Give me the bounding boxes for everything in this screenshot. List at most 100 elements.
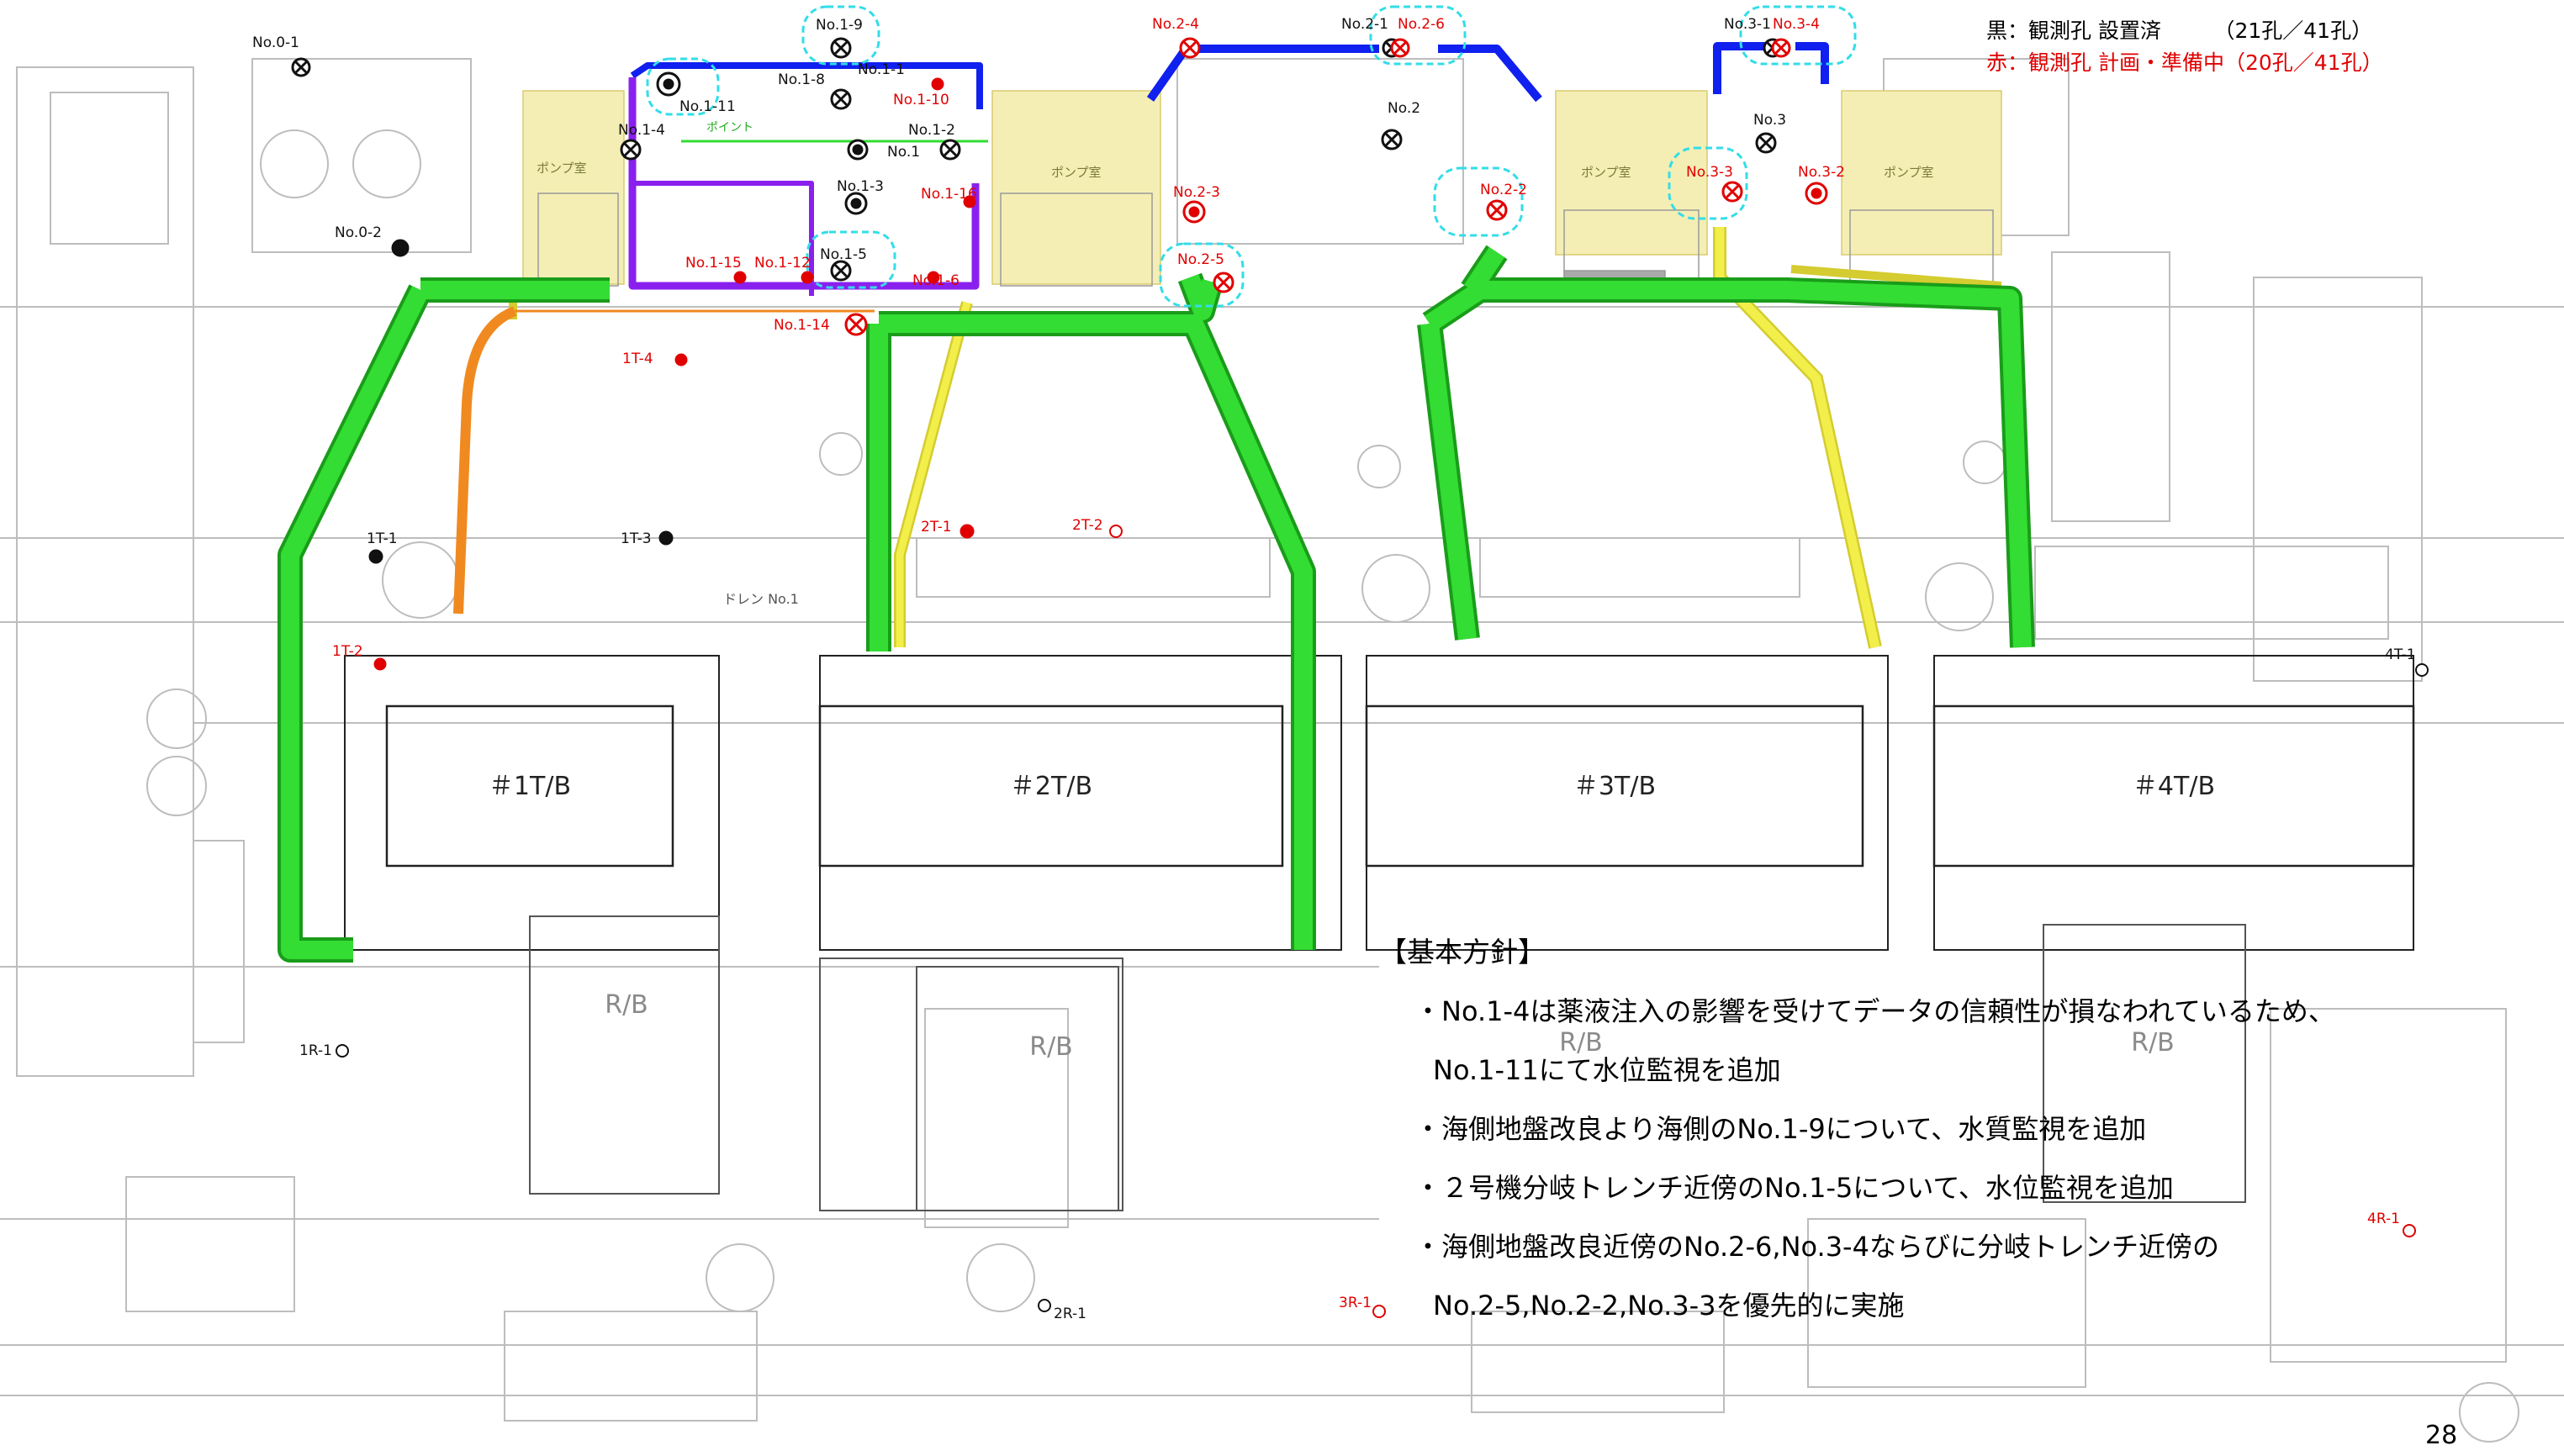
hole-no3-4 [1771,38,1791,58]
legend-planned-text: 赤：観測孔 計画・準備中 [1986,50,2224,75]
pump-room-label-2: ポンプ室 [1051,165,1102,180]
label-no2-5: No.2-5 [1177,251,1224,268]
hole-1t-4 [674,353,688,367]
label-no1-1: No.1-1 [858,61,905,78]
label-no3-4: No.3-4 [1773,16,1820,33]
rb4-label: R/B [2131,1028,2175,1058]
hole-3r-1 [1372,1305,1386,1318]
label-no1-2: No.1-2 [908,122,955,139]
tb2-label: ＃2T/B [1010,772,1092,801]
installed-hole-labels: No.0-1 No.0-2 No.1 No.1-2 No.1-3 No.1-4 … [252,16,2416,1322]
label-no2-1: No.2-1 [1341,16,1388,33]
hole-no3-2 [1805,182,1828,205]
label-2t-2: 2T-2 [1072,517,1103,534]
tb3-label: ＃3T/B [1573,772,1656,801]
background-drawing [0,58,2564,1443]
turbine-building-cores [385,704,2415,868]
tb1-label: ＃1T/B [489,772,571,801]
reactor-building-outlines [529,915,2246,1211]
label-no3-3: No.3-3 [1686,164,1733,181]
hole-4t-1 [2415,663,2429,677]
pump-room-label-4: ポンプ室 [1884,165,1934,180]
label-no2: No.2 [1388,100,1420,117]
page-number: 28 [2425,1421,2458,1450]
label-no1-3: No.1-3 [837,178,884,195]
hole-no1-14 [844,313,868,336]
label-no1-15: No.1-15 [685,255,742,272]
pump-room-labels: ポンプ室 ポンプ室 ポンプ室 ポンプ室 [537,161,1934,180]
hole-no1-15 [733,271,747,284]
hole-1r-1 [336,1044,349,1058]
label-no3-2: No.3-2 [1798,164,1845,181]
basic-policy: 【基本方針】 ・No.1-4は薬液注入の影響を受けてデータの信頼性が損なわれてい… [1379,923,2540,1335]
policy-title: 【基本方針】 [1379,936,1546,968]
policy-item-4: ・海側地盤改良近傍のNo.2-6,No.3-4ならびに分岐トレンチ近傍の [1414,1231,2219,1263]
planned-holes [373,37,2416,1318]
label-1t-3: 1T-3 [621,530,652,547]
pump-room-areas [522,90,2002,285]
label-no1-8: No.1-8 [778,71,825,88]
green-line-label: ポイント [706,121,753,135]
turbine-building-outlines [344,655,2414,951]
hole-no2 [1381,129,1403,150]
label-no1-12: No.1-12 [754,255,811,272]
hole-no1-5 [830,260,852,282]
label-no1-11: No.1-11 [679,98,736,115]
label-no1-16: No.1-16 [921,186,977,203]
label-no1-6: No.1-6 [912,272,960,289]
label-2r-1: 2R-1 [1054,1306,1086,1322]
rb1-label: R/B [605,990,648,1020]
hole-4r-1 [2403,1224,2416,1237]
label-no2-4: No.2-4 [1152,16,1199,33]
planned-hole-labels: No.1-6 No.1-10 No.1-12 No.1-14 No.1-15 N… [332,16,2400,1311]
hole-no1 [847,139,869,161]
label-4t-1: 4T-1 [2385,646,2416,663]
trench-green [278,245,2035,963]
trench-yellow-fill [896,227,1880,649]
hole-no1-3 [844,192,868,215]
policy-item-2: ・海側地盤改良より海側のNo.1-9について、水質監視を追加 [1414,1113,2147,1145]
label-no1: No.1 [887,144,920,161]
drain-label: ドレン No.1 [723,591,799,607]
pump-room-label-1: ポンプ室 [537,161,587,176]
policy-item-4-cont: No.2-5,No.2-2,No.3-3を優先的に実施 [1433,1290,1905,1321]
hole-no1-11 [656,71,681,97]
hole-no1-9 [830,37,852,59]
label-no1-9: No.1-9 [816,17,863,34]
label-no0-1: No.0-1 [252,34,299,51]
label-no2-6: No.2-6 [1398,16,1445,33]
policy-item-1-cont: No.1-11にて水位監視を追加 [1433,1054,1781,1086]
hole-no1-6 [927,271,940,284]
rb2-label: R/B [1029,1032,1073,1062]
label-1t-2: 1T-2 [332,643,363,660]
policy-item-1: ・No.1-4は薬液注入の影響を受けてデータの信頼性が損なわれているため、 [1414,995,2335,1027]
hole-no2-5 [1213,272,1234,293]
label-no1-4: No.1-4 [618,122,665,139]
hole-2t-1 [960,524,975,539]
hole-no3 [1755,132,1777,154]
label-no1-14: No.1-14 [774,317,830,334]
label-no1-10: No.1-10 [893,92,949,108]
hole-2t-2 [1109,525,1123,538]
label-no0-2: No.0-2 [335,224,382,241]
hole-no0-1 [291,57,311,77]
legend: 黒：観測孔 設置済 （21孔／41孔） 赤：観測孔 計画・準備中（20孔／41孔… [1986,15,2383,79]
label-2t-1: 2T-1 [921,519,952,535]
pump-room-label-3: ポンプ室 [1581,165,1631,180]
label-no1-5: No.1-5 [820,246,867,263]
label-no3: No.3 [1753,112,1786,129]
label-1r-1: 1R-1 [299,1042,332,1059]
policy-item-3: ・２号機分岐トレンチ近傍のNo.1-5について、水位監視を追加 [1414,1172,2174,1204]
label-3r-1: 3R-1 [1339,1295,1372,1311]
legend-installed-text: 黒：観測孔 設置済 [1986,18,2161,43]
trench-orange [453,306,517,615]
hole-1t-3 [658,530,674,546]
legend-installed-count: （21孔／41孔） [2223,18,2373,43]
hole-no1-4 [620,139,642,161]
hole-no3-3 [1721,181,1743,203]
hole-no1-12 [963,195,976,208]
hole-no1-8 [830,88,852,110]
trench-green-fill [281,246,2032,959]
